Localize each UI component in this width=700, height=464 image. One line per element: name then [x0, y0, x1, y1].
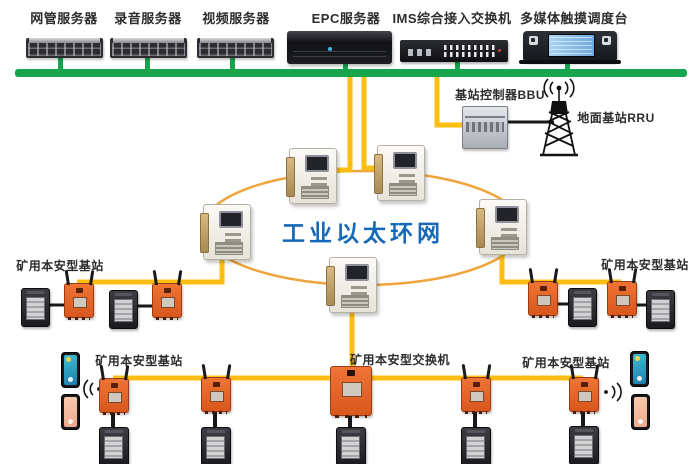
tower-antenna-icon	[543, 78, 575, 101]
ring-switch	[326, 257, 377, 313]
video-server	[197, 38, 274, 58]
touch-screen	[548, 34, 595, 57]
port-row-1	[444, 45, 496, 50]
chassis-top	[29, 38, 100, 43]
ring-switch	[200, 204, 251, 260]
label-bottom-right-base-station: 矿用本安型基站	[522, 356, 610, 370]
miner-phone	[61, 352, 80, 388]
backbone-line	[15, 56, 687, 77]
handset-icon	[602, 36, 611, 45]
handheld-device	[646, 290, 675, 329]
drive-bays	[28, 43, 101, 56]
console-base	[519, 60, 621, 64]
dispatch-console	[519, 31, 621, 64]
label-dispatch-console: 多媒体触摸调度台	[519, 11, 629, 26]
base-station	[64, 269, 94, 320]
base-station	[201, 363, 231, 414]
label-left-base-stations: 矿用本安型基站	[16, 259, 104, 273]
nms-server	[26, 38, 103, 58]
chassis-top	[113, 38, 184, 43]
bbu-controller	[462, 106, 508, 149]
ring-switch	[286, 148, 337, 204]
label-bbu: 基站控制器BBU	[455, 88, 545, 102]
signal-icon-right	[604, 382, 622, 402]
epc-server	[287, 31, 392, 64]
label-bottom-left-base-station: 矿用本安型基站	[95, 354, 183, 368]
miner-phone	[61, 394, 80, 430]
label-recording-server: 录音服务器	[114, 11, 182, 26]
recording-server	[110, 38, 187, 58]
status-led	[498, 49, 501, 52]
rru-tower-icon	[540, 100, 578, 157]
label-epc-server: EPC服务器	[311, 11, 381, 26]
uplink-ports	[408, 49, 434, 56]
base-station	[99, 364, 129, 415]
chassis-top	[200, 38, 271, 43]
drive-bays	[112, 43, 185, 56]
ring-switch	[476, 199, 527, 255]
port-row-2	[444, 52, 496, 57]
label-ims-switch: IMS综合接入交换机	[392, 11, 512, 26]
drive-bays	[199, 43, 272, 56]
miner-phone	[631, 394, 650, 430]
ring-switch	[374, 145, 425, 201]
panel-line	[465, 116, 505, 118]
vent-slots	[466, 122, 504, 132]
handheld-device	[336, 427, 366, 464]
handheld-device	[568, 288, 597, 327]
base-station	[461, 363, 491, 414]
handheld-device	[569, 426, 599, 464]
handset-icon	[529, 36, 538, 45]
handheld-device	[99, 427, 129, 464]
label-industrial-ring: 工业以太环网	[282, 220, 444, 246]
ims-access-switch	[400, 40, 508, 62]
handheld-device	[21, 288, 50, 327]
power-led	[328, 47, 332, 51]
handheld-device	[461, 427, 491, 464]
base-station	[528, 267, 558, 318]
panel-lines	[293, 51, 386, 52]
handheld-device	[201, 427, 231, 464]
label-right-base-stations: 矿用本安型基站	[601, 258, 689, 272]
base-station	[152, 269, 182, 320]
miner-phone	[630, 351, 649, 387]
label-nms-server: 网管服务器	[30, 11, 98, 26]
handheld-device	[109, 290, 138, 329]
label-bottom-switch: 矿用本安型交换机	[349, 353, 451, 367]
label-video-server: 视频服务器	[202, 11, 270, 26]
label-rru: 地面基站RRU	[577, 111, 655, 125]
intrinsically-safe-switch	[330, 366, 372, 418]
base-station	[569, 363, 599, 414]
base-station	[607, 267, 637, 318]
